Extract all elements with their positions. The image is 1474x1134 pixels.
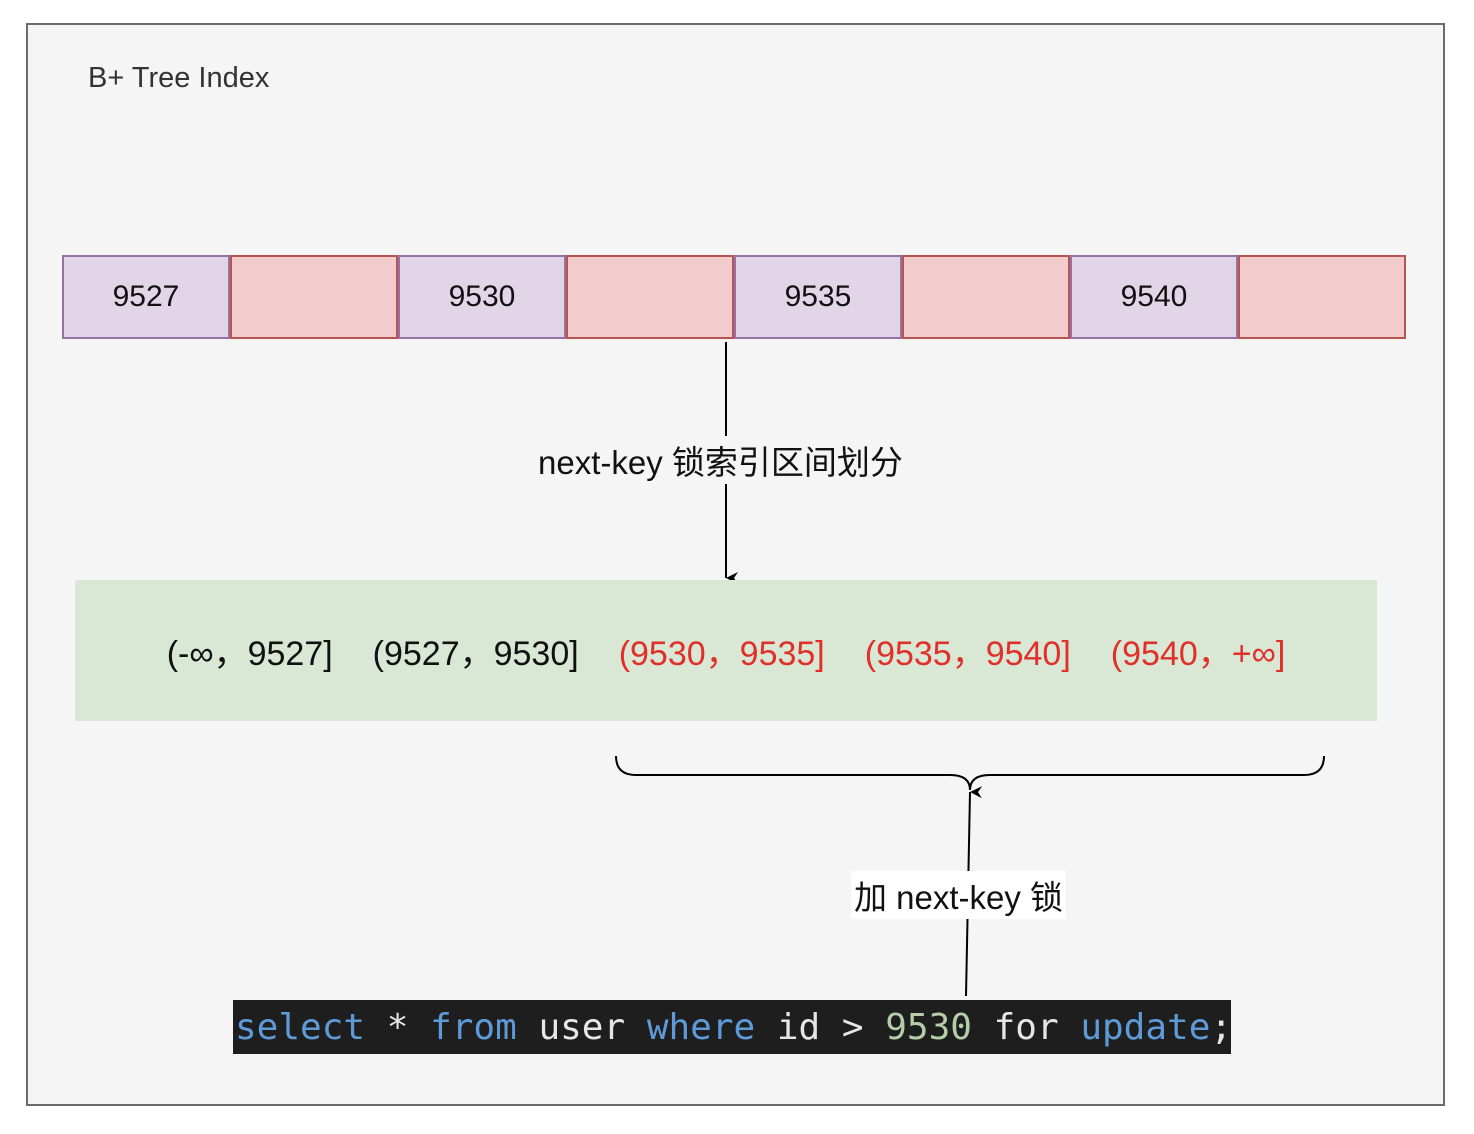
gap-cell [1238,255,1406,339]
sql-token: 9530 [885,1006,972,1048]
division-label: next-key 锁索引区间划分 [534,436,907,484]
interval-band: (-∞，9527] (9527，9530] (9530，9535] (9535，954… [75,580,1377,721]
gap-cell [566,255,734,339]
locked-range-brace [615,755,1325,791]
gap-cell [230,255,398,339]
sql-token: * [365,1006,431,1048]
sql-token: user [516,1006,647,1048]
gap-cell [902,255,1070,339]
sql-token: id > [755,1006,886,1048]
diagram-frame [26,23,1445,1106]
index-key-cell: 9530 [398,255,566,339]
sql-token: where [646,1006,756,1048]
sql-token: ; [1210,1006,1233,1048]
sql-token: update [1080,1006,1211,1048]
interval: (9527，9530] [372,635,579,673]
lock-label: 加 next-key 锁 [851,871,1067,919]
sql-token: select [235,1006,366,1048]
index-record-row: 9527 9530 9535 9540 [62,255,1406,339]
locked-interval: (9535，9540] [864,635,1071,673]
locked-interval: (9530，9535] [618,635,825,673]
sql-token: from [430,1006,517,1048]
sql-token: for [971,1006,1081,1048]
index-key-cell: 9540 [1070,255,1238,339]
diagram-title: B+ Tree Index [88,62,270,94]
interval: (-∞，9527] [166,635,333,673]
index-key-cell: 9535 [734,255,902,339]
locked-interval: (9540，+∞] [1110,635,1286,673]
index-key-cell: 9527 [62,255,230,339]
sql-statement: select * from user where id > 9530 for u… [233,1000,1233,1054]
